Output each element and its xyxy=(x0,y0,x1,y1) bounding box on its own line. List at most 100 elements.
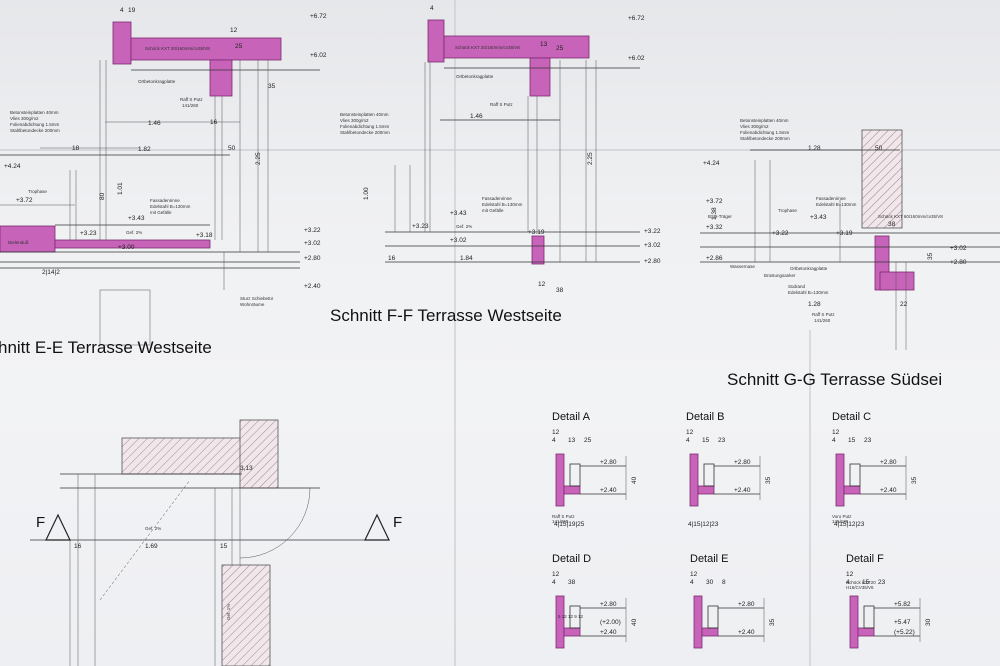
note-label: mit Gefälle xyxy=(150,210,172,215)
section-ff-drawing: +6.72 +6.02 +3.43 +3.23 +3.19 +3.02 +3.2… xyxy=(340,5,661,294)
slab-section xyxy=(443,35,590,59)
level-label: +3.22 xyxy=(304,227,321,234)
note-label: Fassadenrinne xyxy=(150,198,180,203)
dimension-label: 2|14|2 xyxy=(42,269,60,276)
note-label: Betonsteinplatten 40mm xyxy=(340,112,389,117)
detail-level: +2.80 xyxy=(738,601,755,608)
note-label: Vlies 300g/m2 xyxy=(10,116,39,121)
level-label: +4.24 xyxy=(4,163,21,170)
note-label: 141/260 xyxy=(814,318,831,323)
level-label: +2.80 xyxy=(304,255,321,262)
column-section xyxy=(531,235,545,265)
dimension-label: 4 xyxy=(430,5,434,12)
section-title-ff: Schnitt F-F Terrasse Westseite xyxy=(330,306,562,325)
level-label: +2.40 xyxy=(304,283,321,290)
detail-outline xyxy=(849,463,861,487)
detail-dimension: 5 12 12 9 12 xyxy=(558,614,584,619)
detail-profile xyxy=(857,627,875,637)
note-label: Wohnräume xyxy=(240,302,265,307)
note-label: Stahlbetondecke 200mm xyxy=(740,136,790,141)
detail-dimension: 38 xyxy=(568,579,576,586)
note-label: Stahlbetondecke 200mm xyxy=(340,130,390,135)
note-label: Gef. 1% xyxy=(226,604,231,620)
detail-dimension: 35 xyxy=(911,476,918,484)
detail-dimension: 12 xyxy=(552,571,560,578)
detail-level: +2.80 xyxy=(734,459,751,466)
wall-section xyxy=(427,19,445,63)
note-label: Fassadenrinne xyxy=(482,196,512,201)
detail-outline xyxy=(569,463,581,487)
detail-note: 141/260 xyxy=(552,519,569,524)
note-label: Sturz Schiebetür xyxy=(240,296,274,301)
wall-hatch xyxy=(861,129,903,229)
section-title-ee: hnitt E-E Terrasse Westseite xyxy=(0,338,212,357)
detail-dimension: 25 xyxy=(584,437,592,444)
detail-dimension: 12 xyxy=(832,429,840,436)
level-label: +3.22 xyxy=(772,230,789,237)
dimension-label: 22 xyxy=(900,301,908,308)
detail-dimension: 4|15|12|23 xyxy=(834,521,865,528)
section-marker-label: F xyxy=(36,514,45,531)
detail-dimension: 15 xyxy=(848,437,856,444)
detail-note: 145/139 xyxy=(832,519,849,524)
level-label: +4.24 xyxy=(703,160,720,167)
level-label: +3.02 xyxy=(950,245,967,252)
detail-dimension: 4 xyxy=(552,437,556,444)
detail-level: +5.47 xyxy=(894,619,911,626)
level-label: +6.72 xyxy=(628,15,645,22)
dimension-label: 4 xyxy=(120,7,124,14)
dimension-label: 1.38 xyxy=(711,207,718,220)
slab-section xyxy=(130,37,282,61)
note-label: Edelstahl B=130mm xyxy=(816,202,857,207)
dimension-label: 1.69 xyxy=(145,543,158,550)
section-title-gg: Schnitt G-G Terrasse Südsei xyxy=(727,370,942,389)
note-label: Vlies 300g/m2 xyxy=(340,118,369,123)
dimension-label: 80 xyxy=(99,192,106,200)
note-label: Folienabdichtung 1.5mm xyxy=(10,122,60,127)
detail-title: Detail A xyxy=(552,411,591,423)
detail-dimension: 4 xyxy=(686,437,690,444)
level-label: +6.02 xyxy=(628,55,645,62)
note-label: Brüstungsanker xyxy=(764,273,796,278)
detail-dimension: 40 xyxy=(631,476,638,484)
note-label: Folienabdichtung 1.5mm xyxy=(740,130,790,135)
level-label: +2.86 xyxy=(706,255,723,262)
dimension-label: 35 xyxy=(268,83,276,90)
note-label: Südrand xyxy=(788,284,806,289)
beam-section xyxy=(209,59,233,97)
dimension-label: 38 xyxy=(556,287,564,294)
level-label: +3.43 xyxy=(810,214,827,221)
detail-dimension: 30 xyxy=(925,618,932,626)
detail-note: H16/CV35/V6 xyxy=(846,585,874,590)
detail-dimension: 15 xyxy=(702,437,710,444)
floor-plan: F F 1.69 16 15 3,13 Gef. 2% Gef. 1% xyxy=(30,419,402,666)
detail-dimension: 12 xyxy=(846,571,854,578)
dimension-label: 16 xyxy=(74,543,82,550)
detail-dimension: 23 xyxy=(718,437,726,444)
note-label: Dielenduß xyxy=(8,240,29,245)
detail-note: Voro Putz xyxy=(832,514,852,519)
dimension-label: 3,13 xyxy=(240,465,253,472)
note-label: Fassadenrinne xyxy=(816,196,846,201)
note-label: Trophase xyxy=(28,189,47,194)
level-label: +3.02 xyxy=(450,237,467,244)
note-label: mit Gefälle xyxy=(482,208,504,213)
detail-dimension: 35 xyxy=(769,618,776,626)
detail-dimension: 30 xyxy=(706,579,714,586)
detail-profile xyxy=(835,453,845,507)
note-label: Edelstahl B=130mm xyxy=(788,290,829,295)
dimension-label: 13 xyxy=(540,41,548,48)
dimension-label: 16 xyxy=(388,255,396,262)
detail-dimension: 12 xyxy=(686,429,694,436)
level-label: +3.18 xyxy=(196,232,213,239)
detail-title: Detail B xyxy=(686,411,725,423)
detail-level: +2.40 xyxy=(600,487,617,494)
detail-profile xyxy=(843,485,861,495)
detail-dimension: 23 xyxy=(878,579,886,586)
detail-level: +2.40 xyxy=(600,629,617,636)
dimension-label: 15 xyxy=(220,543,228,550)
detail-dimension: 40 xyxy=(631,618,638,626)
note-label: Schöck KXT 20/160mm/cv35/V8 xyxy=(455,45,520,50)
